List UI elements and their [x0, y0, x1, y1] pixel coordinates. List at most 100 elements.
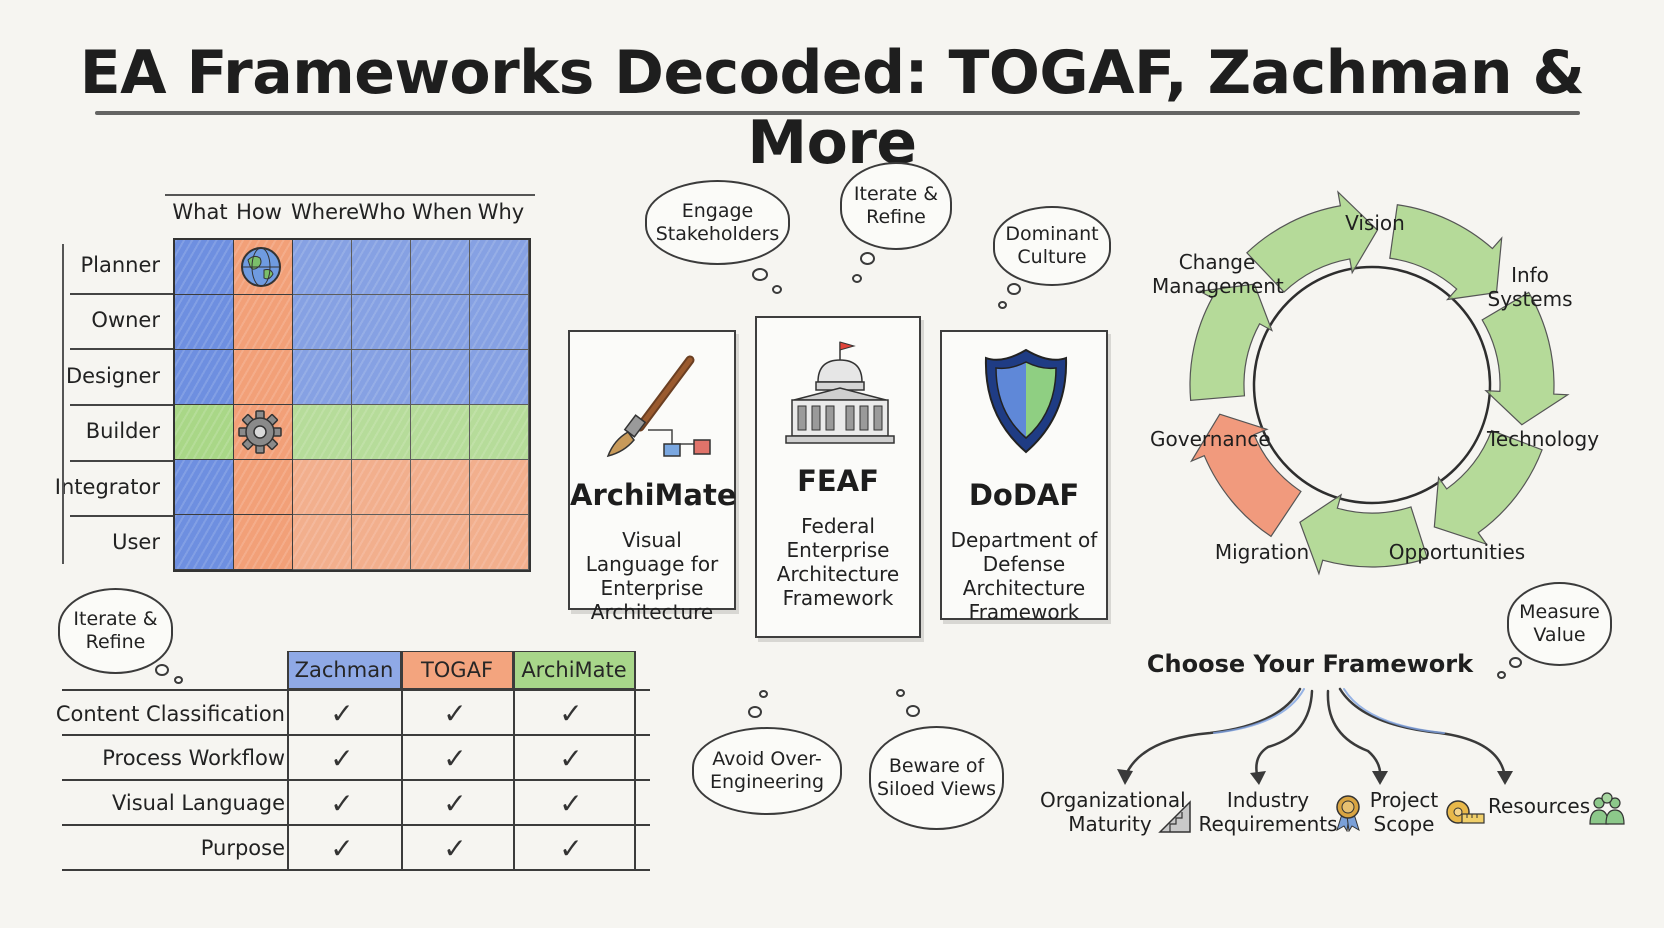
cycle-arrow-4	[1189, 413, 1302, 538]
zachman-row-builder: Builder	[85, 419, 160, 443]
zachman-row-planner: Planner	[80, 253, 160, 277]
zachman-cell	[175, 405, 234, 460]
page-title: EA Frameworks Decoded: TOGAF, Zachman & …	[79, 38, 1585, 178]
title-underline	[95, 111, 1580, 115]
thought-bubble-dot	[852, 274, 862, 283]
zachman-cell	[470, 350, 529, 405]
capitol-building-icon	[785, 341, 895, 444]
table-row-purpose: Purpose	[200, 836, 285, 860]
zachman-row-owner: Owner	[91, 308, 160, 332]
zachman-cell	[352, 405, 411, 460]
thought-engage-stakeholders: Engage Stakeholders	[645, 180, 790, 265]
zachman-row-user: User	[112, 530, 160, 554]
check-mark: ✓	[330, 742, 354, 775]
thought-bubble-dot	[896, 689, 905, 697]
zachman-col-who: Who	[358, 200, 406, 224]
thought-avoid-over-engineering: Avoid Over-Engineering	[692, 727, 842, 815]
cycle-arrow-3	[1299, 493, 1429, 576]
card-name: FEAF	[797, 464, 879, 498]
thought-bubble-dot	[759, 690, 768, 698]
zachman-col-what: What	[172, 200, 228, 224]
thought-measure-value: Measure Value	[1507, 582, 1612, 666]
cycle-phase-change-management: Change Management	[1152, 250, 1284, 298]
thought-bubble-dot	[748, 706, 762, 718]
check-mark: ✓	[559, 832, 583, 865]
factor-organizational-maturity: Organizational Maturity	[1040, 788, 1186, 836]
factor-resources: Resources	[1488, 794, 1591, 818]
card-feaf: FEAF Federal Enterprise Architecture Fra…	[755, 316, 921, 638]
zachman-col-why: Why	[477, 200, 525, 224]
card-dodaf: DoDAF Department of Defense Architecture…	[940, 330, 1108, 624]
choose-framework-heading: Choose Your Framework	[1146, 650, 1474, 678]
table-rule	[62, 869, 650, 871]
check-mark: ✓	[443, 832, 467, 865]
card-description: Visual Language for Enterprise Architect…	[585, 528, 719, 624]
stairs-icon	[1158, 800, 1191, 833]
table-rule	[513, 651, 515, 869]
row-label-rule	[62, 244, 64, 564]
cycle-phase-info-systems: Info Systems	[1487, 263, 1573, 311]
thought-dominant-culture: Dominant Culture	[993, 206, 1111, 286]
zachman-cell	[411, 350, 470, 405]
card-name: DoDAF	[968, 478, 1080, 512]
zachman-cell	[352, 515, 411, 570]
cycle-phase-vision: Vision	[1345, 211, 1405, 235]
thought-bubble-dot	[155, 664, 169, 676]
cycle-phase-governance: Governance	[1150, 427, 1271, 451]
choose-arrows	[1117, 687, 1513, 785]
table-rule	[287, 651, 289, 869]
cycle-arrow-1	[1481, 291, 1570, 426]
row-rule	[70, 460, 175, 462]
zachman-cell	[234, 515, 293, 570]
factor-industry-requirements: Industry Requirements	[1198, 788, 1338, 836]
table-header-archimate: ArchiMate	[513, 651, 635, 689]
zachman-matrix	[173, 238, 531, 572]
table-rule	[62, 779, 650, 781]
paintbrush-icon	[606, 355, 711, 458]
thought-bubble-dot	[1497, 671, 1506, 679]
table-row-process-workflow: Process Workflow	[102, 746, 285, 770]
thought-bubble-dot	[998, 301, 1007, 309]
shield-icon	[984, 348, 1068, 454]
row-rule	[70, 404, 175, 406]
zachman-cell	[470, 515, 529, 570]
thought-beware-siloed-views: Beware of Siloed Views	[869, 726, 1004, 830]
check-mark: ✓	[443, 787, 467, 820]
check-mark: ✓	[330, 787, 354, 820]
zachman-cell	[293, 350, 352, 405]
togaf-adm-cycle	[1189, 190, 1570, 576]
zachman-cell	[470, 405, 529, 460]
cycle-arrow-5	[1189, 283, 1274, 402]
zachman-cell	[470, 460, 529, 515]
cycle-phase-migration: Migration	[1214, 540, 1310, 564]
table-header-zachman: Zachman	[287, 651, 401, 689]
zachman-cell	[175, 295, 234, 350]
measuring-tape-icon	[1446, 800, 1485, 824]
zachman-cell	[411, 240, 470, 295]
zachman-row-integrator: Integrator	[54, 475, 160, 499]
zachman-cell	[411, 405, 470, 460]
check-mark: ✓	[330, 832, 354, 865]
check-mark: ✓	[559, 742, 583, 775]
zachman-cell	[293, 240, 352, 295]
check-mark: ✓	[330, 697, 354, 730]
thought-bubble-dot	[752, 268, 768, 281]
globe-icon	[241, 247, 281, 287]
table-rule	[62, 689, 650, 691]
check-mark: ✓	[559, 787, 583, 820]
table-rule	[401, 651, 403, 869]
zachman-row-designer: Designer	[65, 364, 160, 388]
zachman-col-where: Where	[291, 200, 360, 224]
check-mark: ✓	[559, 697, 583, 730]
column-header-rule	[165, 194, 535, 196]
table-row-content-classification: Content Classification	[55, 702, 285, 726]
table-rule	[62, 824, 650, 826]
zachman-cell	[411, 460, 470, 515]
thought-iterate-refine-top: Iterate & Refine	[840, 162, 952, 250]
thought-bubble-dot	[860, 252, 875, 265]
zachman-cell	[352, 295, 411, 350]
thought-bubble-dot	[1509, 657, 1522, 668]
row-rule	[70, 293, 175, 295]
thought-iterate-refine-left: Iterate & Refine	[58, 588, 173, 674]
zachman-cell	[175, 460, 234, 515]
